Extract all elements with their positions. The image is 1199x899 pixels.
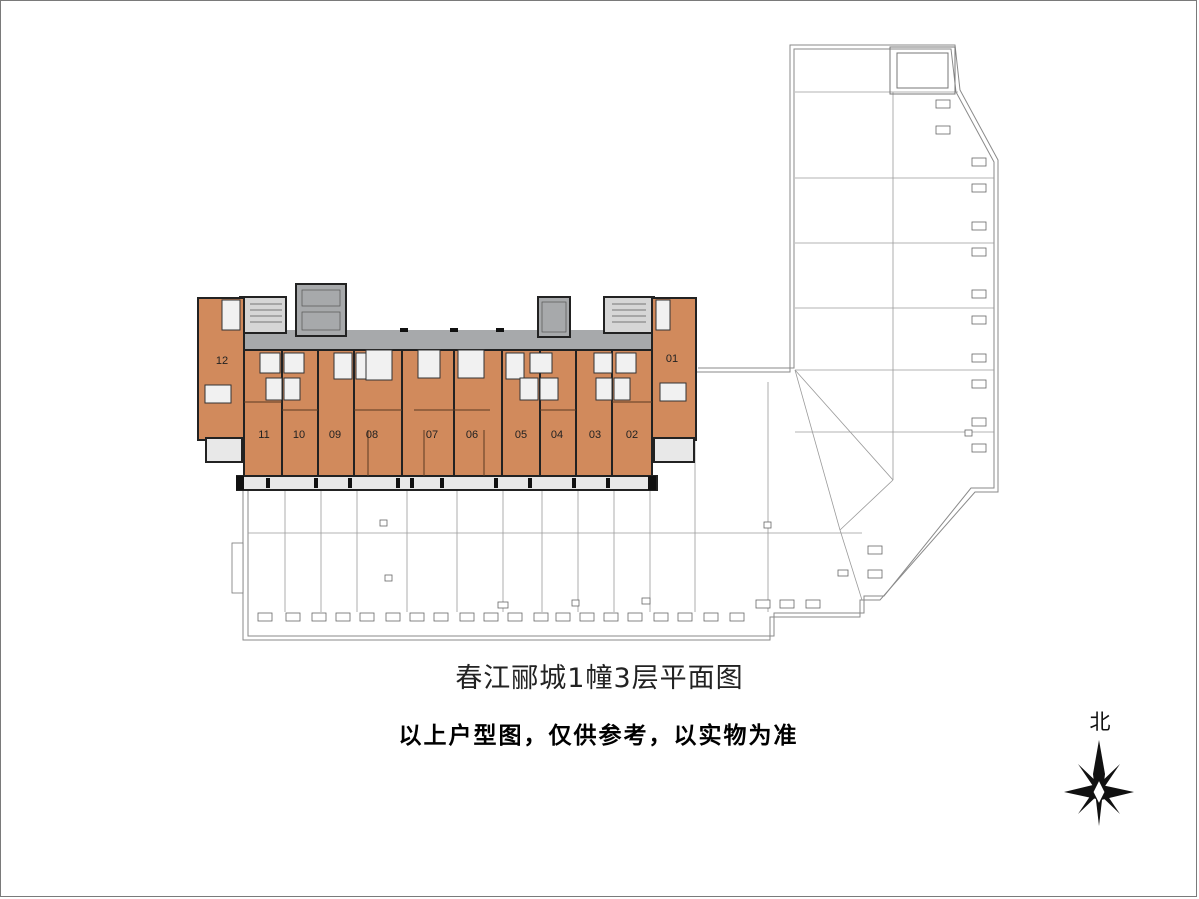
north-arrow-icon — [1064, 740, 1134, 826]
outdoor-fixtures — [257, 99, 987, 622]
parking-grid-right — [248, 91, 994, 612]
unit-label-11: 11 — [258, 429, 269, 441]
terrace-outline — [242, 44, 999, 641]
unit-label-12: 12 — [216, 355, 228, 367]
disclaimer-text: 以上户型图，仅供参考，以实物为准 — [398, 723, 799, 749]
north-label: 北 — [1089, 710, 1111, 734]
unit-label-05: 05 — [515, 429, 527, 441]
unit-labels: 12 11 10 09 08 07 06 05 04 03 02 01 — [216, 353, 678, 441]
left-side-fixture — [231, 542, 244, 594]
unit-label-10: 10 — [293, 429, 305, 441]
roof-skylight — [889, 46, 956, 95]
unit-label-07: 07 — [426, 429, 438, 441]
unit-label-04: 04 — [551, 429, 563, 441]
unit-label-08: 08 — [366, 429, 378, 441]
unit-label-09: 09 — [329, 429, 341, 441]
unit-label-03: 03 — [589, 429, 601, 441]
parking-grid-bottom — [284, 490, 651, 612]
unit-label-06: 06 — [466, 429, 478, 441]
unit-label-01: 01 — [666, 353, 678, 365]
building-block — [197, 283, 697, 491]
unit-label-02: 02 — [626, 429, 638, 441]
plan-title: 春江郦城1幢3层平面图 — [455, 663, 744, 694]
